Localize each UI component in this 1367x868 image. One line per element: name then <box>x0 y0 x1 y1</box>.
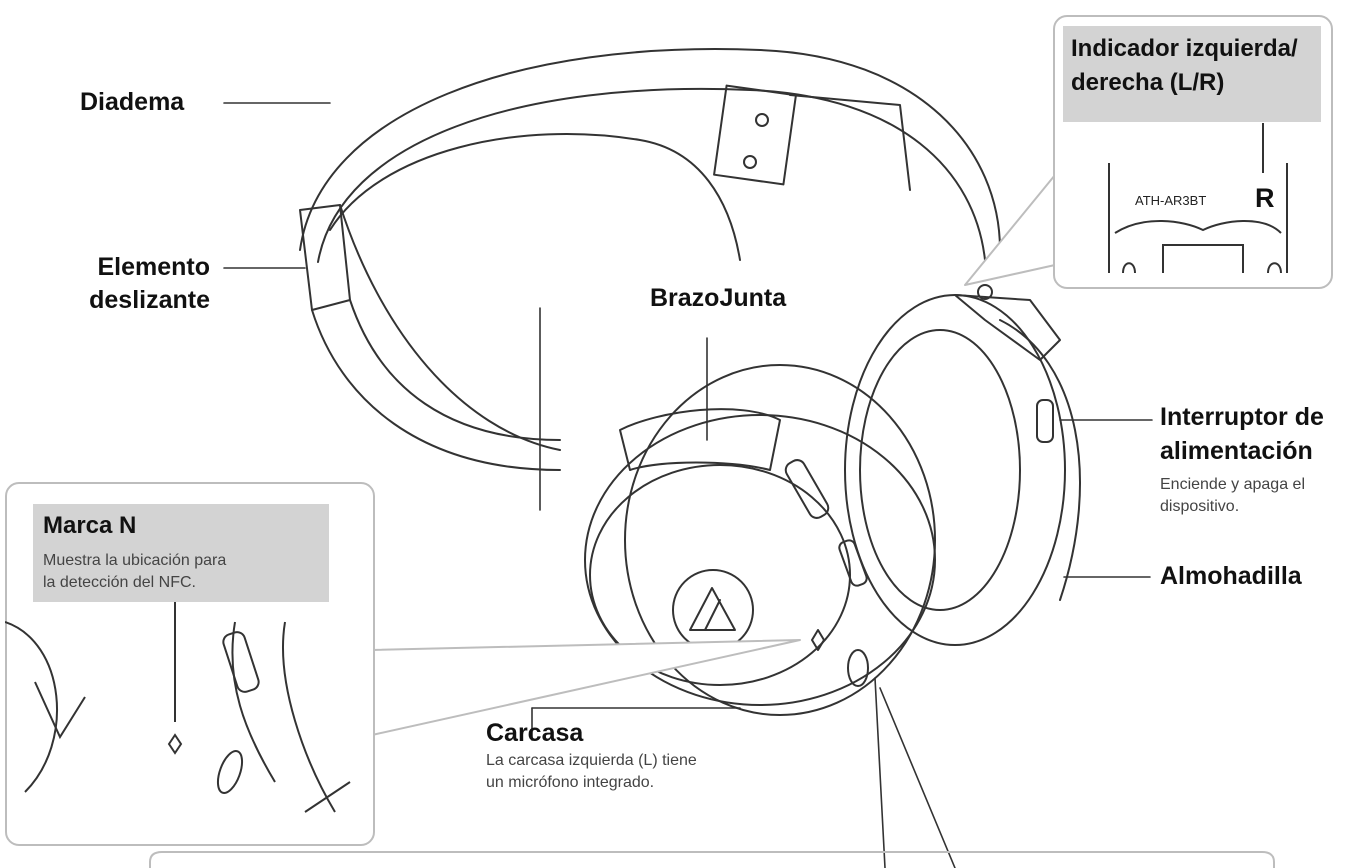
label-housing: Carcasa <box>486 719 584 747</box>
label-power-line2: alimentación <box>1160 437 1313 465</box>
power-desc-line2: dispositivo. <box>1160 498 1240 515</box>
arm-joint <box>619 408 781 471</box>
power-desc-line1: Enciende y apaga el <box>1160 476 1305 493</box>
headband-inner <box>317 87 986 263</box>
nmark-callout-drawing <box>5 602 351 813</box>
headband-underside <box>329 133 741 261</box>
housing-desc-line2: un micrófono integrado. <box>486 774 655 791</box>
label-slider-line2: deslizante <box>89 286 210 314</box>
lr-title-line1: Indicador izquierda/ <box>1071 35 1298 62</box>
headband-segment <box>713 84 797 186</box>
leader-mic-2 <box>879 687 956 868</box>
nmark-callout-header <box>33 504 329 602</box>
lr-model: ATH-AR3BT <box>1135 193 1207 208</box>
lr-callout: Indicador izquierda/ derecha (L/R) ATH-A… <box>1053 15 1333 289</box>
nmark-desc-line1: Muestra la ubicación para <box>43 552 227 569</box>
bottom-callout <box>149 851 1275 868</box>
logo-circle <box>672 569 754 651</box>
lr-title-line2: derecha (L/R) <box>1071 69 1225 96</box>
nmark-title: Marca N <box>43 512 137 539</box>
housing-desc-line1: La carcasa izquierda (L) tiene <box>486 752 697 769</box>
left-housing <box>584 414 936 706</box>
headband-outer <box>299 48 1001 251</box>
power-switch <box>1036 399 1054 443</box>
lr-callout-header <box>1063 26 1321 122</box>
nmark-callout: Marca N Muestra la ubicación para la det… <box>5 482 375 846</box>
slider-right <box>954 294 1061 361</box>
headband-screw <box>755 113 769 127</box>
leader-mic-1 <box>874 677 886 868</box>
label-slider-line1: Elemento <box>97 253 210 281</box>
nfc-mark <box>811 629 825 651</box>
left-cushion <box>624 364 936 716</box>
label-power-line1: Interruptor de <box>1160 403 1324 431</box>
label-headband: Diadema <box>80 88 185 116</box>
right-cushion <box>844 294 1066 646</box>
label-cushion: Almohadilla <box>1160 562 1302 590</box>
nmark-desc-line2: la detección del NFC. <box>43 574 196 591</box>
lr-callout-drawing <box>1108 123 1288 274</box>
label-arm: BrazoJunta <box>650 284 787 312</box>
lr-side-letter: R <box>1255 183 1275 213</box>
nmark-callout-pointer <box>371 639 801 736</box>
headband-screw <box>743 155 757 169</box>
